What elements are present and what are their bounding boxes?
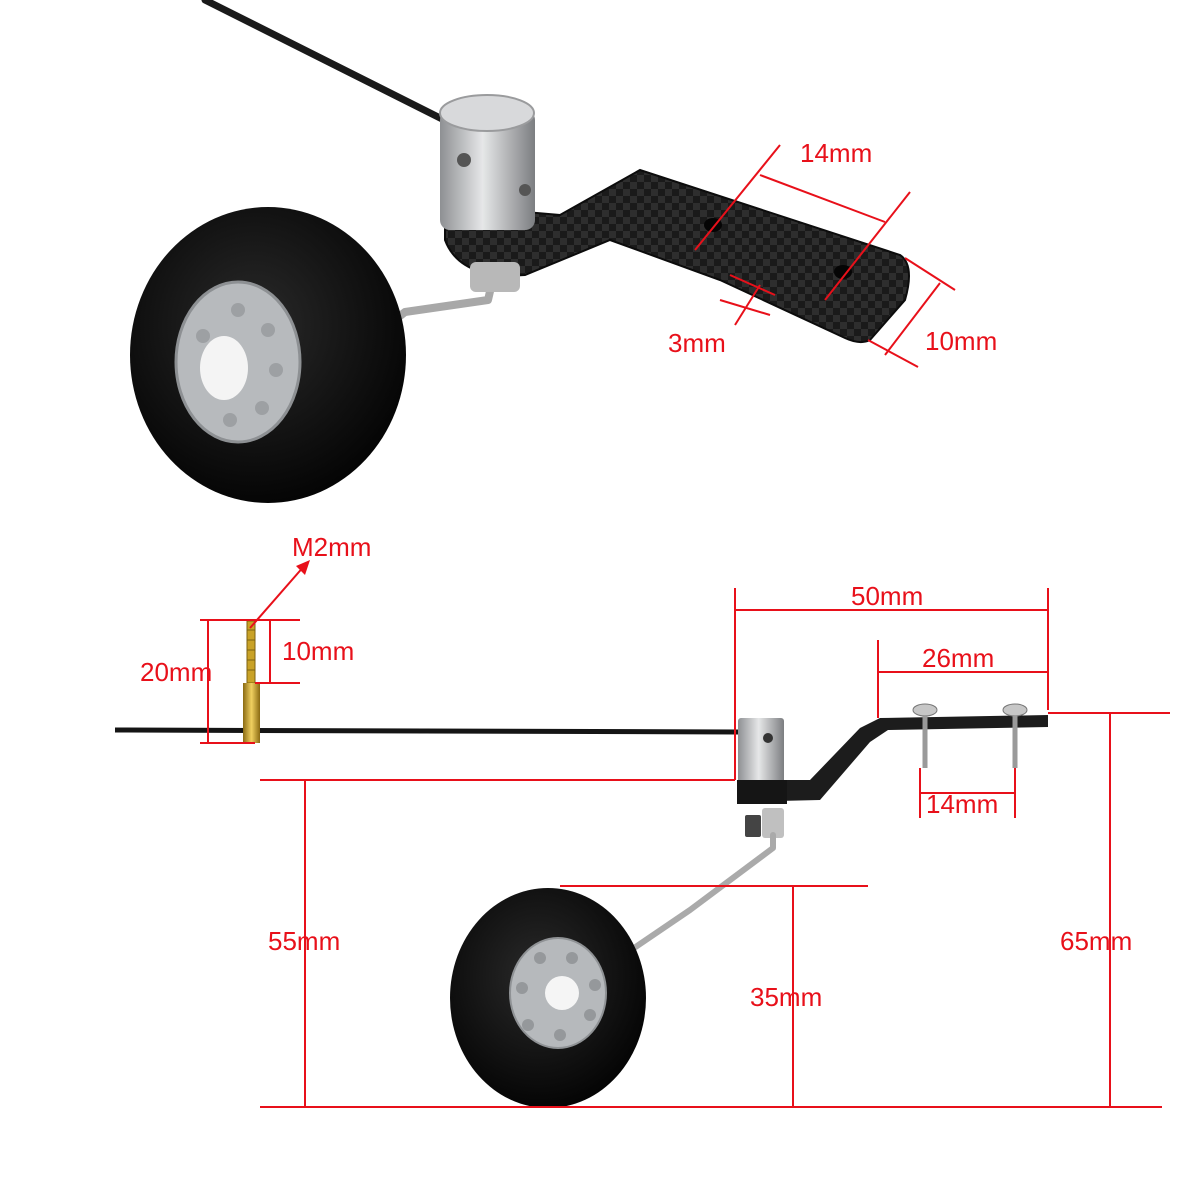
dim-axle-height: 55mm xyxy=(260,779,735,1107)
dim-width: 10mm xyxy=(867,257,997,368)
label-axle-height: 55mm xyxy=(268,926,340,956)
label-hole-spacing: 14mm xyxy=(800,138,872,168)
side-wheel-collar xyxy=(738,718,784,786)
wood-screw-2 xyxy=(1002,703,1028,768)
label-screw-spacing: 14mm xyxy=(926,789,998,819)
side-wire-collar xyxy=(745,815,761,837)
label-total-height: 65mm xyxy=(1060,926,1132,956)
side-set-screw xyxy=(763,733,773,743)
dim-hole-spacing: 14mm xyxy=(694,138,911,301)
hub-holes xyxy=(196,303,283,427)
collar-top xyxy=(439,94,535,132)
side-wire-bushing xyxy=(762,808,784,838)
dim-screw-spacing: 14mm xyxy=(919,768,1016,819)
dim-thread-length: 10mm xyxy=(255,619,354,684)
dim-thickness: 3mm xyxy=(668,274,776,358)
set-screw-2 xyxy=(519,184,531,196)
label-wheel-height: 35mm xyxy=(750,982,822,1012)
set-screw-1 xyxy=(457,153,471,167)
label-thread: M2mm xyxy=(292,532,371,562)
brass-coupler xyxy=(243,683,260,743)
control-rod xyxy=(201,0,464,132)
side-hub-holes xyxy=(516,952,601,1041)
hub-center xyxy=(200,336,248,400)
side-control-rod xyxy=(114,727,739,735)
label-width: 10mm xyxy=(925,326,997,356)
side-collar-base xyxy=(737,780,787,804)
dim-thread: M2mm xyxy=(249,532,371,629)
wire-bushing xyxy=(470,262,520,292)
label-plate-length: 26mm xyxy=(922,643,994,673)
dim-wheel-height: 35mm xyxy=(560,885,868,1107)
dim-total-length: 50mm xyxy=(734,581,1049,780)
wood-screw-1 xyxy=(912,703,938,768)
side-tiller-arm xyxy=(738,715,1048,802)
wheel-collar xyxy=(440,110,535,230)
label-thickness: 3mm xyxy=(668,328,726,358)
dim-total-height: 65mm xyxy=(1048,712,1170,1107)
dim-rod-length: 20mm xyxy=(140,619,255,744)
label-total-length: 50mm xyxy=(851,581,923,611)
label-rod-length: 20mm xyxy=(140,657,212,687)
side-view: M2mm 20mm 10mm 50mm 26mm xyxy=(114,532,1170,1108)
top-view: 14mm 3mm 10mm xyxy=(130,0,997,503)
label-thread-length: 10mm xyxy=(282,636,354,666)
arm-hole-2 xyxy=(834,265,852,279)
thread-lines xyxy=(247,629,255,671)
dim-plate-length: 26mm xyxy=(877,640,1048,718)
tiller-arm xyxy=(444,168,910,344)
side-hub-center xyxy=(545,976,579,1010)
